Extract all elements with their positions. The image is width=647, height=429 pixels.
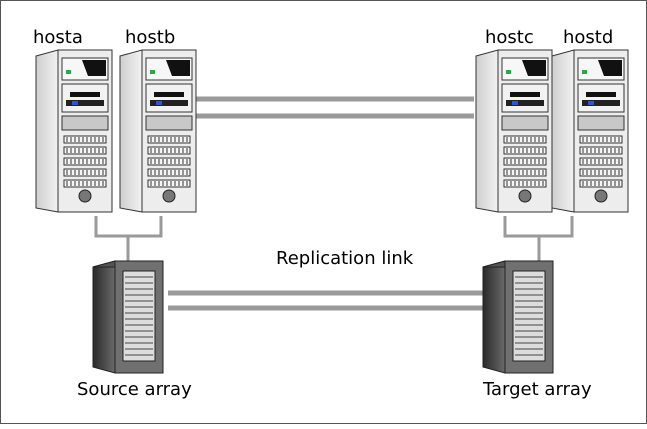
host-label-hostc: hostc [485, 27, 534, 48]
server-hostc [475, 49, 553, 213]
target-cluster-connector [503, 216, 574, 264]
target-array-label: Target array [483, 379, 592, 400]
host-label-hostd: hostd [563, 27, 614, 48]
server-hostb [119, 49, 197, 213]
server-hostd [551, 49, 629, 213]
host-label-hostb: hostb [125, 27, 176, 48]
target-array-icon [482, 260, 554, 374]
server-hosta [35, 49, 113, 213]
replication-link-label: Replication link [276, 248, 414, 269]
host-label-hosta: hosta [33, 27, 83, 48]
host-interconnect [196, 96, 474, 119]
source-cluster-connector [94, 216, 163, 262]
replication-link-line [168, 290, 504, 311]
source-array-label: Source array [77, 379, 192, 400]
source-array-icon [92, 260, 164, 374]
